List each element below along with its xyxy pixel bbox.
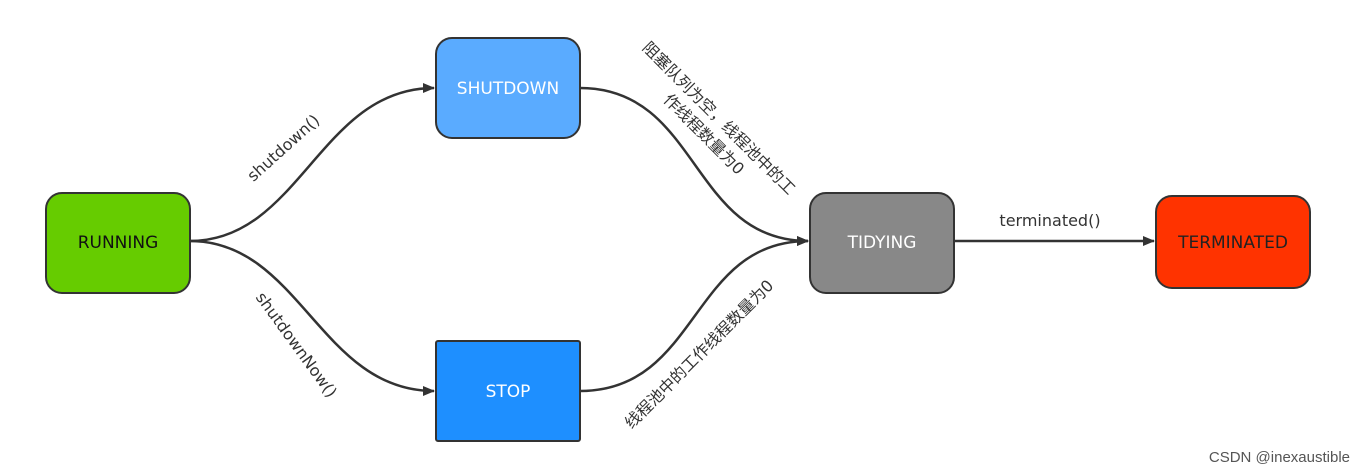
edge-label-shutdown-tidying-1: 阻塞队列为空，线程池中的工 (639, 38, 800, 199)
node-running (45, 192, 191, 294)
edge-running-stop (189, 239, 435, 396)
node-running-label: RUNNING (78, 233, 159, 253)
node-shutdown (435, 37, 581, 139)
edge-label-stop-tidying: 线程池中的工作线程数量为0 (621, 276, 777, 432)
edge-label-terminated: terminated() (999, 211, 1100, 230)
edge-running-shutdown (189, 83, 435, 243)
node-stop-label: STOP (486, 382, 531, 402)
edge-shutdown-tidying (579, 86, 809, 246)
node-tidying-label: TIDYING (847, 233, 917, 253)
edge-stop-tidying (579, 236, 809, 393)
node-tidying (809, 192, 955, 294)
edge-label-shutdown: shutdown() (243, 111, 323, 186)
edge-label-shutdown-now: shutdownNow() (252, 288, 341, 401)
node-shutdown-label: SHUTDOWN (457, 79, 559, 99)
watermark: CSDN @inexaustible (1208, 449, 1350, 466)
node-terminated (1155, 195, 1311, 289)
node-terminated-label: TERMINATED (1177, 233, 1288, 253)
node-stop (435, 340, 581, 442)
